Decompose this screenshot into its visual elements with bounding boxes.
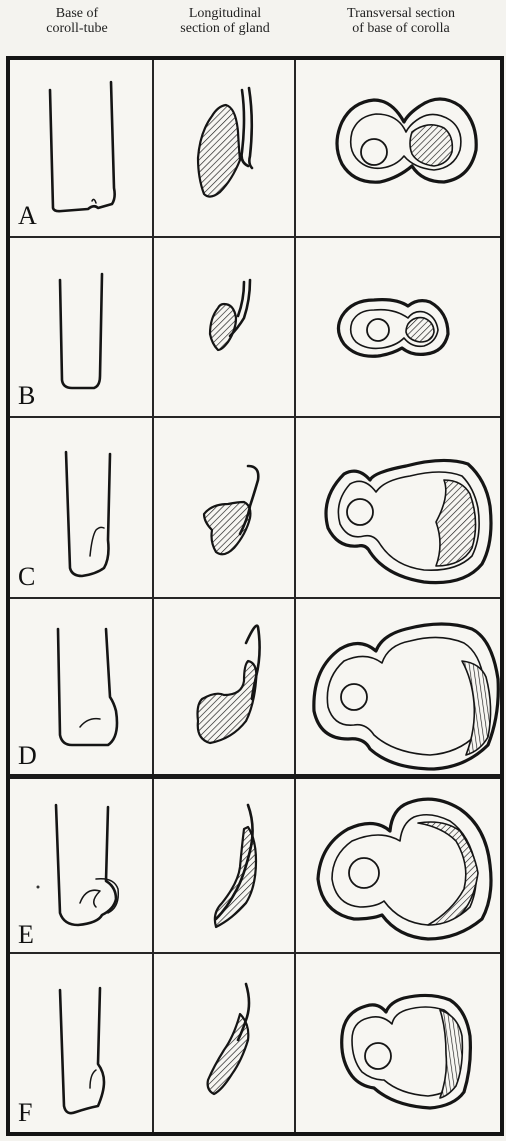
header-base-line-2: coroll-tube	[0, 21, 154, 36]
gland-section-c	[152, 418, 294, 597]
row-divider-ef	[10, 952, 500, 954]
transversal-section-f	[294, 956, 500, 1132]
transversal-section-d	[294, 599, 500, 774]
header-long-line-2: section of gland	[154, 21, 296, 36]
gland-section-d	[152, 599, 294, 774]
gland-section-f	[152, 956, 294, 1132]
header-trans-line-2: of base of corolla	[296, 21, 506, 36]
column-headers: Base of coroll-tube Longitudinal section…	[0, 0, 506, 52]
figure-table: A B C D E F	[6, 56, 504, 1136]
transversal-section-e	[294, 779, 500, 952]
coroll-tube-d	[10, 599, 152, 774]
coroll-tube-b	[10, 238, 152, 416]
header-long-line-1: Longitudinal	[154, 6, 296, 21]
coroll-tube-a	[10, 60, 152, 236]
header-trans-line-1: Transversal section	[296, 6, 506, 21]
gland-section-a	[152, 60, 294, 236]
header-base-of-coroll-tube: Base of coroll-tube	[0, 6, 154, 36]
header-base-line-1: Base of	[0, 6, 154, 21]
coroll-tube-e	[10, 779, 152, 952]
coroll-tube-f	[10, 956, 152, 1132]
transversal-section-b	[294, 238, 500, 416]
header-transversal-section: Transversal section of base of corolla	[296, 6, 506, 36]
gland-section-b	[152, 238, 294, 416]
coroll-tube-c	[10, 418, 152, 597]
header-longitudinal-section: Longitudinal section of gland	[154, 6, 296, 36]
transversal-section-c	[294, 418, 500, 597]
gland-section-e	[152, 779, 294, 952]
transversal-section-a	[294, 60, 500, 236]
